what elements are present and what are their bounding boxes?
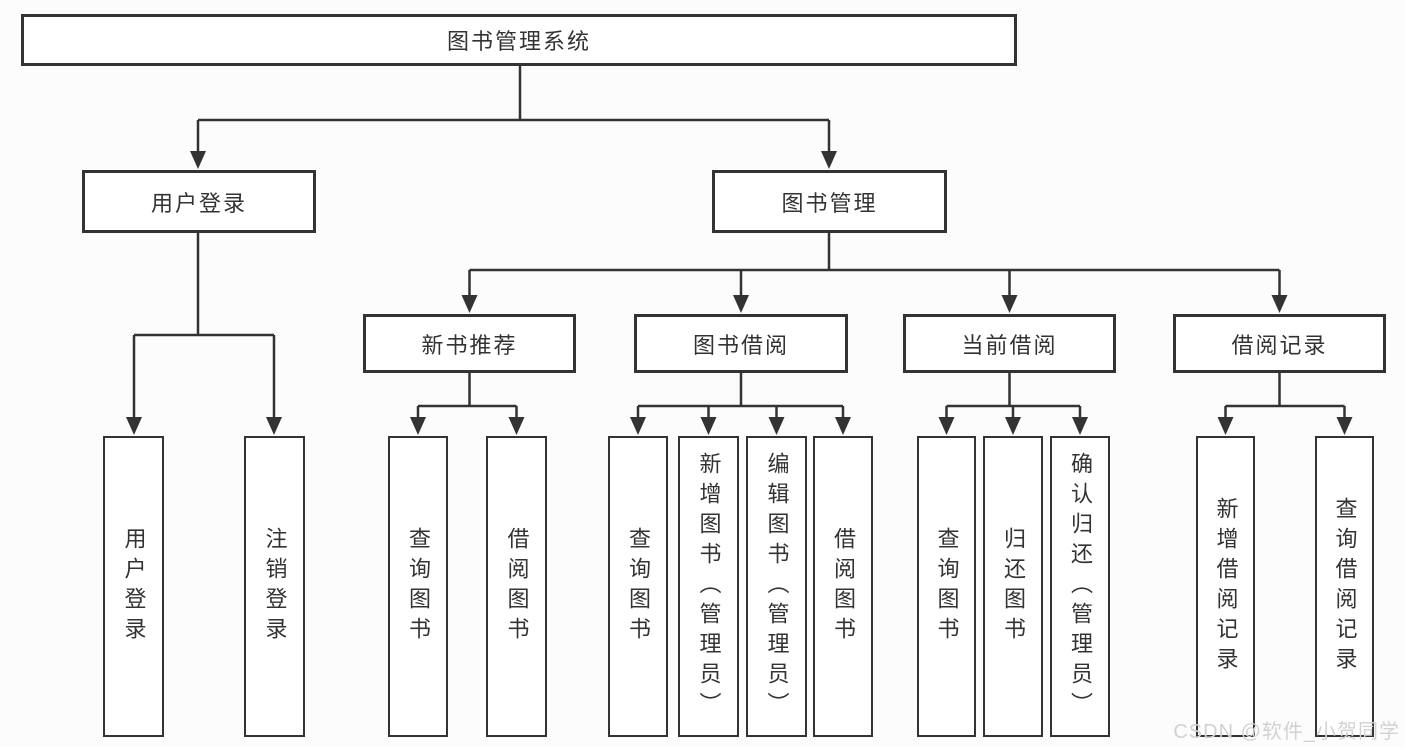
arrowhead-icon [733,295,749,313]
arrowhead-icon [126,417,142,435]
leaf-query-books-recommend: 查询图书 [388,436,448,737]
leaf-query-books-current: 查询图书 [917,436,976,737]
arrowhead-icon [700,417,717,435]
node-label: 借阅图书 [831,526,856,647]
arrowhead-icon [190,151,206,169]
arrowhead-icon [821,151,837,169]
node-label: 查询借阅记录 [1332,496,1358,677]
arrowhead-icon [461,295,478,313]
node-borrowing-records: 借阅记录 [1173,314,1386,373]
node-label: 归还图书 [1001,526,1026,647]
arrowhead-icon [508,417,525,435]
leaf-edit-books-admin: 编辑图书（管理员） [746,436,807,737]
arrowhead-icon [768,417,785,435]
leaf-query-borrow-record: 查询借阅记录 [1315,436,1374,737]
arrowhead-icon [1072,417,1088,435]
node-label: 借阅记录 [1231,332,1328,358]
node-label: 查询图书 [626,526,651,647]
leaf-add-borrow-record: 新增借阅记录 [1196,436,1255,737]
connector-path [132,65,1346,427]
node-book-borrowing: 图书借阅 [634,314,848,373]
arrowhead-icon [266,417,282,435]
arrowhead-icon [410,417,426,435]
leaf-borrow-books: 借阅图书 [813,436,873,737]
arrowhead-icon [1005,417,1021,435]
node-label: 确认归还（管理员） [1068,451,1093,722]
node-label: 新书推荐 [421,332,518,358]
leaf-confirm-return-admin: 确认归还（管理员） [1050,436,1110,737]
node-current-borrowing: 当前借阅 [903,314,1116,373]
leaf-user-login: 用户登录 [103,436,164,737]
node-label: 注销登录 [262,526,288,647]
node-book-management: 图书管理 [712,170,947,233]
leaf-logout: 注销登录 [244,436,305,737]
arrowhead-icon [1271,295,1288,313]
node-label: 图书管理系统 [446,29,591,54]
leaf-query-books-borrowing: 查询图书 [608,436,668,737]
node-label: 查询图书 [934,526,960,647]
node-label: 当前借阅 [961,332,1058,358]
leaf-add-books-admin: 新增图书（管理员） [678,436,739,737]
arrowhead-icon [1336,417,1353,435]
arrowhead-icon [1001,295,1018,313]
node-new-book-recommendation: 新书推荐 [363,314,576,373]
node-label: 用户登录 [121,526,147,647]
node-label: 新增借阅记录 [1213,496,1239,677]
arrowhead-icon [1217,417,1234,435]
arrowhead-icon [835,417,851,435]
node-label: 用户登录 [150,190,247,216]
leaf-return-books: 归还图书 [983,436,1043,737]
node-label: 图书管理 [781,190,878,216]
node-label: 图书借阅 [692,332,789,358]
watermark: CSDN @软件_小贺同学 [1173,721,1400,743]
arrowhead-icon [630,417,646,435]
node-library-management-system: 图书管理系统 [21,14,1017,66]
leaf-borrow-books-recommend: 借阅图书 [486,436,547,737]
arrowhead-icon [938,417,955,435]
node-label: 新增图书（管理员） [696,451,722,722]
node-label: 编辑图书（管理员） [764,451,790,722]
node-user-login: 用户登录 [82,170,316,233]
node-label: 借阅图书 [504,526,530,647]
node-label: 查询图书 [406,526,431,647]
